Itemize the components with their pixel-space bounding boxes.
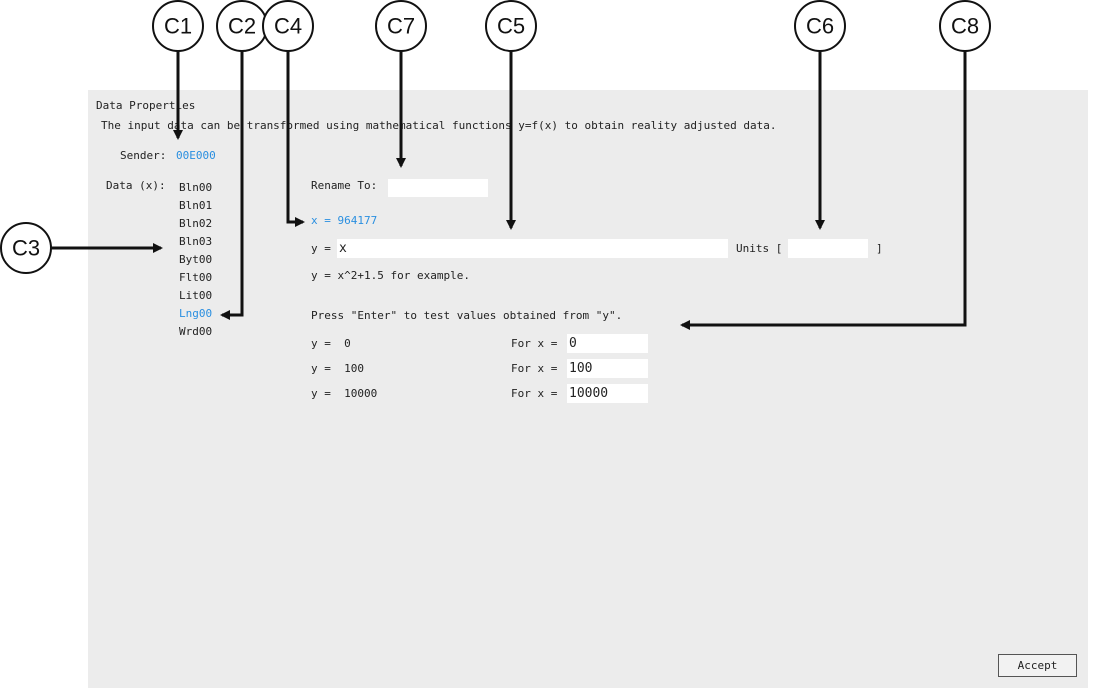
callout-c8-label: C8 (951, 14, 979, 39)
callout-c3-circle (0, 222, 52, 274)
example-text: y = x^2+1.5 for example. (311, 269, 470, 282)
units-input[interactable] (788, 239, 868, 258)
test-for-label-1: For x = (511, 362, 558, 375)
data-item-byt00[interactable]: Byt00 (179, 253, 213, 266)
callout-c1-label: C1 (164, 14, 192, 39)
callout-c8-circle (939, 0, 991, 52)
test-result-1: y = 100 (311, 362, 364, 375)
data-item-bln01[interactable]: Bln01 (179, 199, 213, 212)
callout-c1-circle (152, 0, 204, 52)
data-item-bln02[interactable]: Bln02 (179, 217, 213, 230)
callout-c4-arrow (286, 51, 305, 227)
test-x-input-2[interactable] (567, 384, 648, 403)
callout-c2-label: C2 (228, 14, 256, 39)
data-item-flt00[interactable]: Flt00 (179, 271, 213, 284)
y-label: y = (311, 242, 331, 255)
test-x-input-0[interactable] (567, 334, 648, 353)
data-item-lng00-selected[interactable]: Lng00 (179, 307, 213, 320)
formula-input[interactable] (337, 239, 728, 258)
rename-input[interactable] (388, 179, 488, 197)
callout-c5-circle (485, 0, 537, 52)
callout-c2-arrow (220, 51, 244, 320)
callout-c4-label: C4 (274, 14, 302, 39)
data-item-wrd00[interactable]: Wrd00 (179, 325, 213, 338)
test-for-label-2: For x = (511, 387, 558, 400)
test-result-0: y = 0 (311, 337, 351, 350)
callout-c7-label: C7 (387, 14, 415, 39)
callout-c3-label: C3 (12, 236, 40, 261)
callout-c5-label: C5 (497, 14, 525, 39)
data-properties-panel: Data Properties The input data can be tr… (88, 90, 1088, 688)
accept-button[interactable]: Accept (998, 654, 1077, 677)
callout-c6-circle (794, 0, 846, 52)
test-x-input-1[interactable] (567, 359, 648, 378)
panel-description: The input data can be transformed using … (101, 119, 777, 132)
data-item-bln03[interactable]: Bln03 (179, 235, 213, 248)
callout-c4-circle (262, 0, 314, 52)
units-close-bracket: ] (876, 242, 883, 255)
callout-c6-label: C6 (806, 14, 834, 39)
sender-label: Sender: (120, 149, 167, 162)
sender-value: 00E000 (176, 149, 216, 162)
press-enter-hint: Press "Enter" to test values obtained fr… (311, 309, 623, 322)
units-label: Units [ (736, 242, 783, 255)
x-value-text: x = 964177 (311, 214, 378, 227)
data-label: Data (x): (106, 179, 166, 192)
callout-c7-circle (375, 0, 427, 52)
data-item-lit00[interactable]: Lit00 (179, 289, 213, 302)
test-result-2: y = 10000 (311, 387, 378, 400)
data-item-bln00[interactable]: Bln00 (179, 181, 213, 194)
rename-label: Rename To: (311, 179, 378, 192)
callout-c8-arrow (680, 51, 967, 330)
test-for-label-0: For x = (511, 337, 558, 350)
